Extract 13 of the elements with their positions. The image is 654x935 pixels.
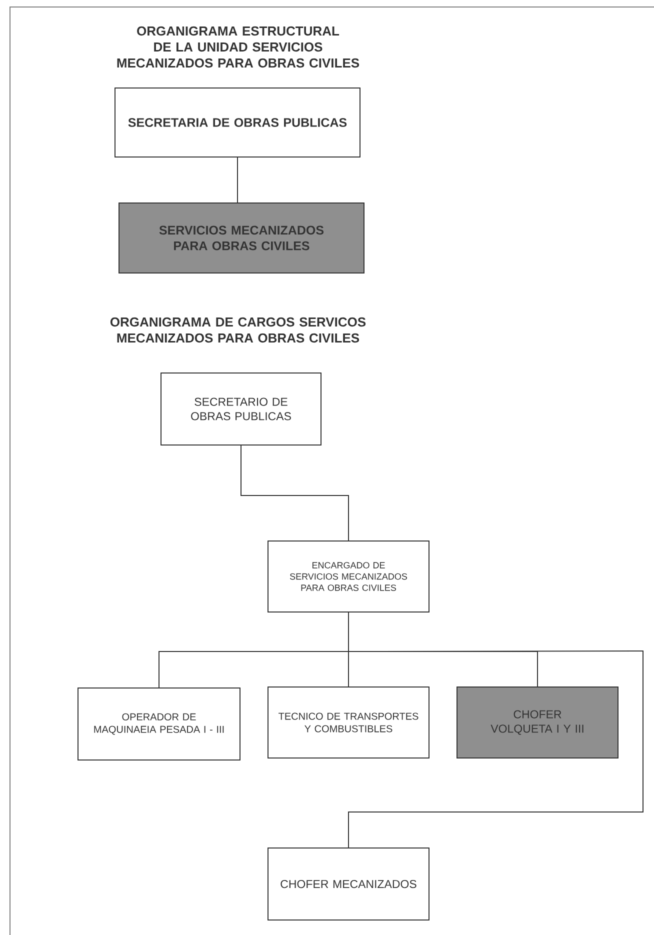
position-box: SECRETARIA DE OBRAS PUBLICAS: [114, 88, 360, 158]
position-box: CHOFER MECANIZADOS: [268, 848, 430, 920]
connector-line: [240, 445, 349, 541]
position-box: SERVICIOS MECANIZADOS PARA OBRAS CIVILES: [118, 202, 364, 274]
title: ORGANIGRAMA ESTRUCTURAL DE LA UNIDAD SERVICIOS MECANIZADOS PARA OBRAS CIVILES: [117, 26, 360, 68]
position-box: CHOFER VOLQUETA I Y III: [456, 686, 618, 758]
connector-line: [348, 612, 644, 848]
position-box: OPERADOR DE MAQUINAEIA PESADA I - III: [78, 688, 240, 760]
position-box: ENCARGADO DE SERVICIOS MECANIZADOS PARA OBRAS CIVILES: [268, 540, 430, 612]
connector-line: [237, 157, 238, 203]
position-box: TECNICO DE TRANSPORTES Y COMBUSTIBLES: [268, 686, 430, 758]
heading: ORGANIGRAMA DE CARGOS SERVICOS MECANIZADOS PARA OBRAS CIVILES: [110, 317, 366, 343]
position-box: SECRETARIO DE OBRAS PUBLICAS: [160, 372, 322, 446]
